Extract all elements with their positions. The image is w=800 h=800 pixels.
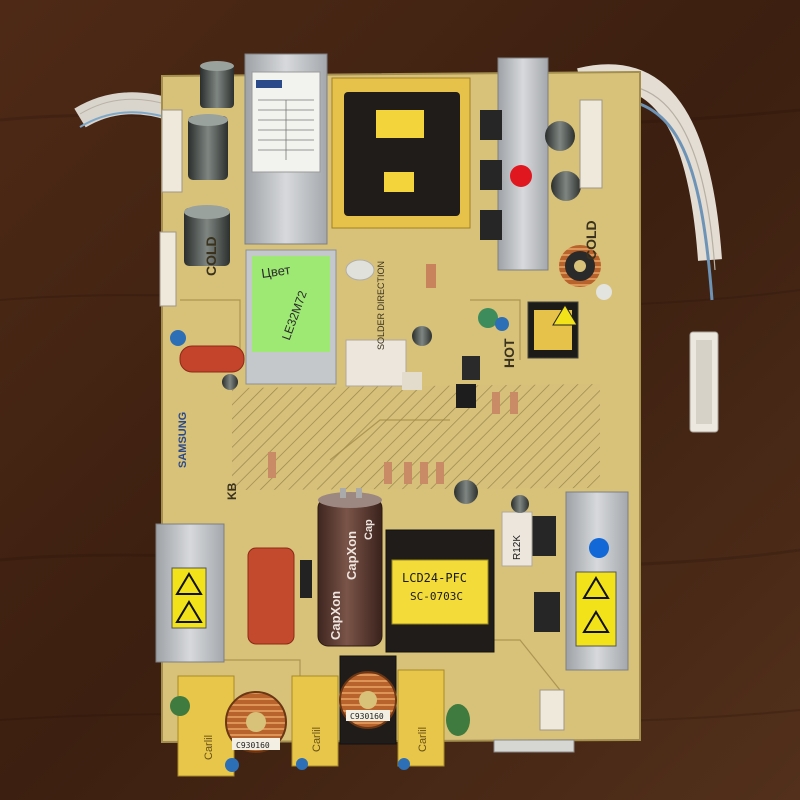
green-label-module: Цвет LE32M72 xyxy=(245,249,337,385)
pfc-label-2: SC-0703C xyxy=(410,590,463,603)
mains-connector xyxy=(539,689,565,731)
connector-left-mid xyxy=(159,231,177,307)
ic-chip xyxy=(456,384,476,408)
marking-cold-top: COLD xyxy=(203,236,219,276)
right-mid-components xyxy=(527,245,612,359)
heatsink-top-right xyxy=(480,57,549,271)
main-transformer xyxy=(331,77,471,229)
small-components-center xyxy=(345,259,509,408)
marking-kb: KB xyxy=(225,482,239,500)
marking-hot: HOT xyxy=(501,338,517,368)
x-capacitor-3 xyxy=(397,669,445,767)
relay xyxy=(345,339,407,387)
handwritten-label-1: Цвет xyxy=(260,262,291,281)
connector-right-top xyxy=(579,99,603,189)
diode xyxy=(300,560,312,598)
resistor-array xyxy=(268,392,518,484)
choke-code-1: C930160 xyxy=(236,741,270,750)
red-film-capacitor xyxy=(179,345,245,373)
marking-cold-right: COLD xyxy=(583,220,599,260)
x-capacitor-print-1: Carlil xyxy=(203,735,215,760)
varistor xyxy=(446,704,470,736)
pfc-label-1: LCD24-PFC xyxy=(402,571,467,585)
x-capacitor-2 xyxy=(291,675,339,767)
capacitors-top-left xyxy=(184,61,234,266)
connector-left-top xyxy=(161,109,183,193)
pfc-inductor: LCD24-PFC SC-0703C xyxy=(385,529,495,653)
capxon-print-2: CapXon xyxy=(344,531,359,580)
x-capacitor-print-3: Carlil xyxy=(417,727,429,752)
heatsink-bottom-right xyxy=(530,491,629,671)
capacitors-top-right xyxy=(545,121,581,201)
blue-dot-marker xyxy=(589,538,609,558)
capxon-print-1: CapXon xyxy=(328,591,343,640)
isolation-zone xyxy=(232,384,600,490)
heatsink-top-left xyxy=(244,53,328,245)
r12k-label: R12K xyxy=(512,535,523,560)
choke-code-2: C930160 xyxy=(350,712,384,721)
loose-connector xyxy=(689,331,719,433)
red-dot-marker xyxy=(510,165,532,187)
marking-solder-direction: SOLDER DIRECTION xyxy=(376,261,386,350)
x-capacitor-print-2: Carlil xyxy=(311,727,323,752)
fuse xyxy=(493,739,575,753)
emi-filter-row: Carlil C930160 Carlil C930160 Carlil xyxy=(170,655,575,777)
capxon-print-3: Cap xyxy=(363,519,375,540)
bulk-capacitor-capxon: CapXon CapXon Cap xyxy=(317,488,383,647)
brand-logo-text: SAMSUNG xyxy=(177,412,189,468)
red-film-capacitor-bottom xyxy=(247,547,295,645)
heatsink-bottom-left xyxy=(155,523,225,663)
